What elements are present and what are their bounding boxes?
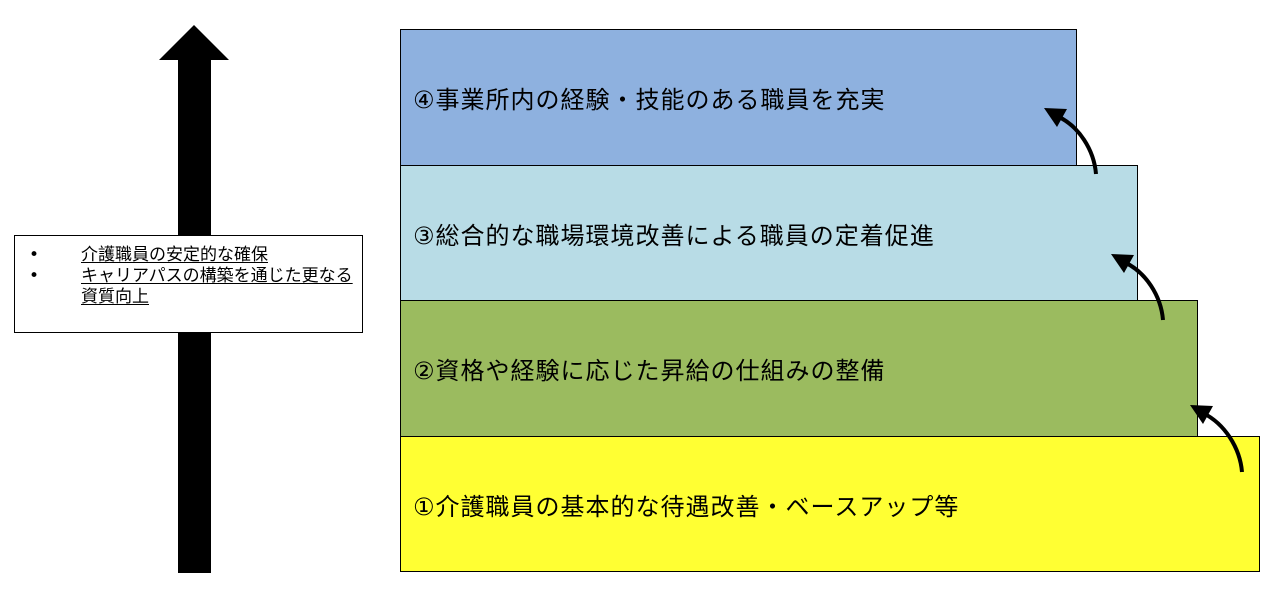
goals-box: • 介護職員の安定的な確保 • キャリアパスの構築を通じた更なる資質向上 (14, 235, 363, 333)
step-3-box: ③総合的な職場環境改善による職員の定着促進 (400, 165, 1138, 302)
goal-text-2: キャリアパスの構築を通じた更なる資質向上 (81, 266, 353, 307)
step-1-box: ①介護職員の基本的な待遇改善・ベースアップ等 (400, 436, 1260, 572)
step-4-label: ④事業所内の経験・技能のある職員を充実 (413, 86, 886, 114)
goal-bullet: • (29, 245, 40, 265)
goal-text-1: 介護職員の安定的な確保 (81, 245, 268, 265)
step-3-label: ③総合的な職場環境改善による職員の定着促進 (413, 222, 935, 250)
step-4-box: ④事業所内の経験・技能のある職員を充実 (400, 29, 1077, 166)
goal-item: • キャリアパスの構築を通じた更なる資質向上 (27, 266, 354, 308)
step-1-label: ①介護職員の基本的な待遇改善・ベースアップ等 (413, 492, 960, 521)
step-2-box: ②資格や経験に応じた昇給の仕組みの整備 (400, 300, 1198, 437)
step-2-label: ②資格や経験に応じた昇給の仕組みの整備 (413, 357, 886, 385)
goal-bullet: • (29, 266, 40, 286)
goal-item: • 介護職員の安定的な確保 (27, 245, 354, 266)
